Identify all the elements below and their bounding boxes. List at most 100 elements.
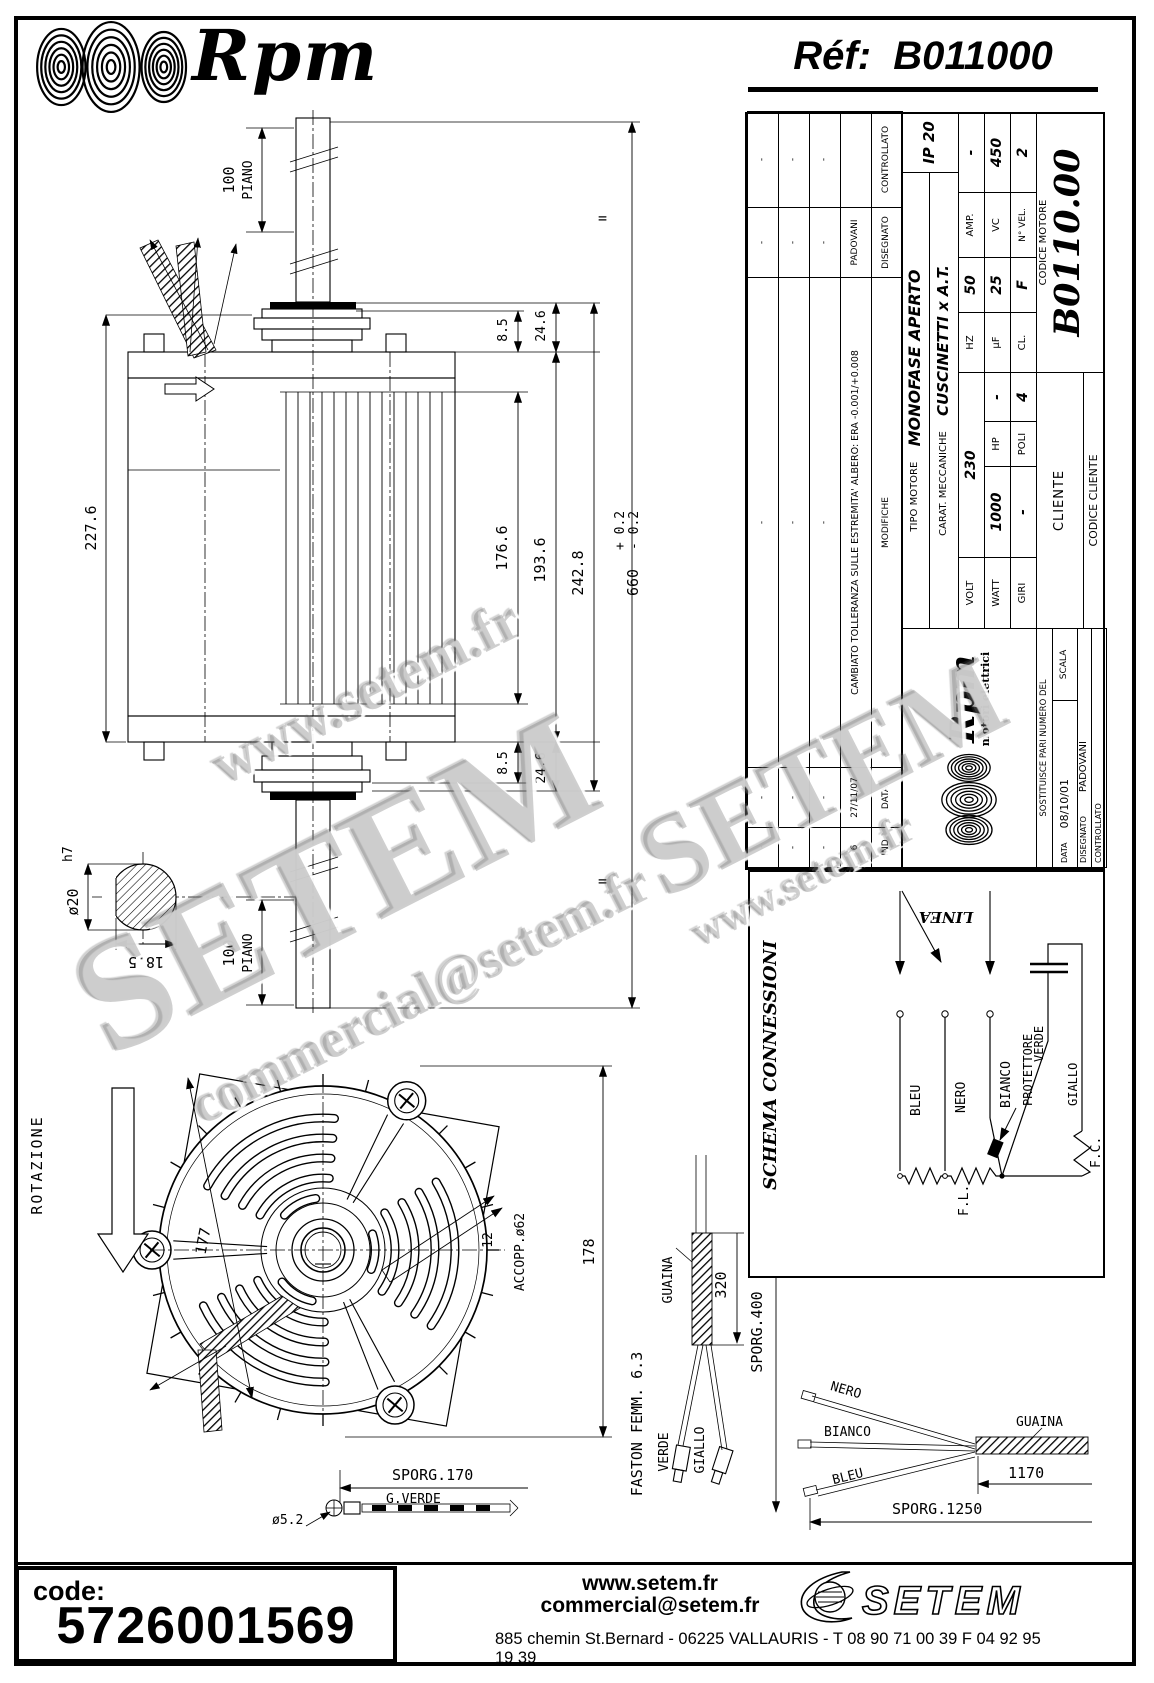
rev-cell: 6 [840,827,872,868]
carat-label: CARAT. MECCANICHE [937,431,949,536]
lead-wires [139,237,238,359]
rev-cell: DISEGNATO [871,207,903,278]
rev-cell: - [747,277,779,768]
rev-cell: 27/11/07 [840,767,872,828]
code-value: 5726001569 [56,1597,356,1655]
dim-176-6: 176.6 [493,525,511,570]
dim-100-top: 100 [220,166,238,193]
dim-177: 177 [192,1226,215,1256]
protettore-label: PROTETTORE [1021,1034,1035,1106]
dim-h7: h7 [61,846,76,862]
rev-cell: CONTROLLATO [871,111,903,208]
rev-cell: - [809,277,841,768]
faston-cable-detail: GUAINA 320 VERDE GIALLO FASTON FEMM. 6.3… [628,1155,792,1513]
volt-label: VOLT [965,580,977,606]
label-guaina-2: GUAINA [1016,1415,1063,1430]
label-nero: NERO [829,1379,863,1402]
rev-cell: - [809,767,841,828]
ref-label: Réf: [793,34,872,78]
dim-24-6-top: 24.6 [534,310,549,341]
dim-dia-5-2: ø5.2 [272,1513,303,1528]
dim-320: 320 [712,1271,730,1298]
giallo-label: GIALLO [1066,1063,1080,1106]
motor-front-view [132,1073,505,1433]
verde-label: VERDE [1032,1026,1046,1062]
amp-label: AMP. [965,213,977,237]
rev-cell: - [809,827,841,868]
poli-label: POLI [1017,432,1029,456]
rev-cell: CAMBIATO TOLLERANZA SULLE ESTREMITA' ALB… [840,277,872,768]
carat-value: CUSCINETTI x A.T. [934,265,953,416]
dim-12: 12 [481,1232,496,1248]
ip-rating: IP 20 [920,121,939,164]
codice-motore-value: B0110.00 [1046,148,1088,337]
rpm-logo-small: Rpm [943,655,984,744]
dim-242-8: 242.8 [569,550,587,595]
cl-label: CL. [1017,334,1029,351]
tipo-motore-label: TIPO MOTORE [909,461,921,532]
dim-660-tol-plus: + 0.2 [613,511,628,550]
label-bleu: BLEU [831,1466,865,1488]
rev-cell: PADOVANI [840,207,872,278]
sheet-frame [14,16,1136,1666]
uf-label: µF [991,336,1003,349]
giri-value: - [1015,509,1032,515]
controllato-label: CONTROLLATO [1093,803,1103,863]
dim-24-6-bottom: 24.6 [534,752,549,783]
rev-cell: IND [871,827,903,868]
label-rotazione: ROTAZIONE [28,1115,46,1214]
poli-value: 4 [1015,392,1032,402]
footer-address: 885 chemin St.Bernard - 06225 VALLAURIS … [495,1630,1041,1667]
equal-mark-bottom: = [598,872,607,890]
dim-accopp-62: ACCOPP.ø62 [513,1213,528,1291]
equal-mark-top: = [598,209,607,227]
rev-cell: - [778,277,810,768]
watt-label: WATT [991,579,1003,607]
vc-label: VC [991,218,1003,232]
dim-660: 660 [624,569,642,596]
rev-cell: - [747,111,779,208]
dim-193-6: 193.6 [531,537,549,582]
vc-value: 450 [989,137,1006,168]
scala-label: SCALA [1059,649,1070,680]
rev-cell: - [747,827,779,868]
dim-660-tol-minus: - 0.2 [627,511,642,550]
amp-value: - [963,149,980,156]
hp-label: HP [991,437,1003,451]
motori-elettrici: motori elettrici [979,651,993,747]
footer-email: commercial@setem.fr [540,1594,760,1617]
hp-value: - [989,394,1006,400]
cl-value: F [1015,280,1032,290]
dim-227-6: 227.6 [82,505,100,550]
fl-label: F.L. [957,1185,972,1216]
bleu-label: BLEU [909,1085,924,1116]
label-faston: FASTON FEMM. 6.3 [628,1352,646,1497]
label-bianco: BIANCO [824,1425,871,1440]
codice-cliente-label: CODICE CLIENTE [1087,454,1101,547]
cliente-label: CLIENTE [1052,469,1068,532]
dim-8-5-top: 8.5 [496,318,511,341]
watt-value: 1000 [989,492,1006,532]
giri-label: GIRI [1017,582,1029,604]
codice-motore-cell: CODICE MOTORE B0110.00 [1036,112,1105,373]
schema-title: SCHEMA CONNESSIONI [760,940,781,1190]
dim-sporg-1250: SPORG.1250 [892,1500,982,1518]
supply-cable-detail: NERO BIANCO BLEU GUAINA 1170 SPORG.1250 [797,1379,1092,1530]
nero-label: NERO [954,1082,969,1113]
label-g-verde: G.VERDE [386,1492,441,1507]
volt-value: 230 [963,450,980,480]
dim-100-bottom: 100 [220,939,238,966]
bianco-label: BIANCO [999,1061,1014,1108]
data-label: DATA [1059,842,1069,863]
fc-label: F.C. [1089,1137,1104,1168]
nvel-value: 2 [1015,147,1032,158]
front-view-dimensions: ROTAZIONE 177 12 ACCOPP.ø62 178 [28,1065,612,1438]
tipo-motore-value: MONOFASE APERTO [905,269,925,447]
label-verde: VERDE [657,1432,672,1471]
data-value: 08/10/01 [1058,778,1072,829]
ref-value: B011000 [893,34,1053,78]
reference-number: Réf: B011000 [748,34,1098,92]
tipo-motore-cell: TIPO MOTORE MONOFASE APERTO [901,172,930,629]
rpm-logo-text: Rpm [192,14,380,97]
rev-cell [840,111,872,208]
